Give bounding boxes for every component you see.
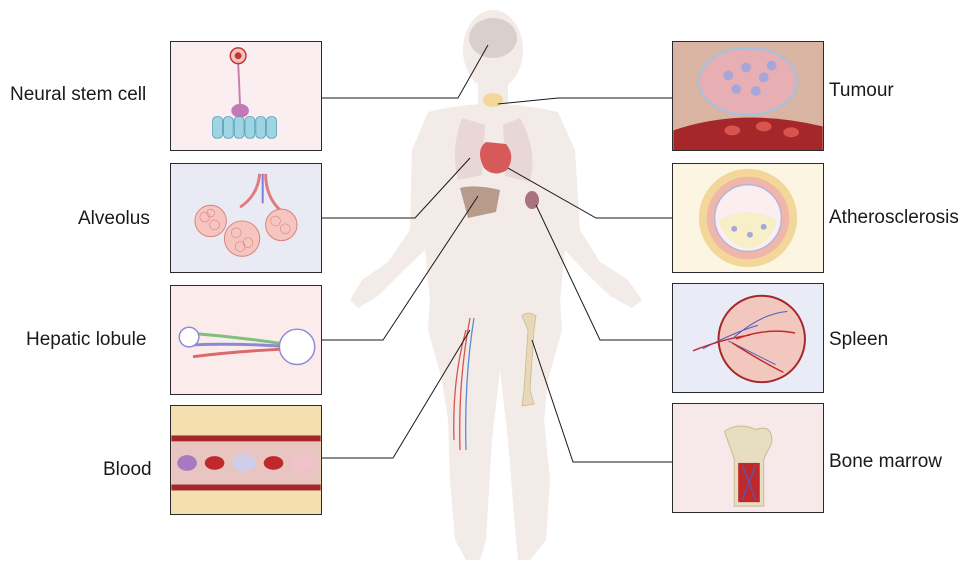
- label-alveolus: Alveolus: [78, 209, 150, 228]
- label-blood: Blood: [103, 460, 152, 479]
- alveolus-illustration: [171, 164, 321, 272]
- connector-tumour: [498, 98, 672, 104]
- panel-neural-stem-cell: [170, 41, 322, 151]
- panel-bone-marrow: [672, 403, 824, 513]
- panel-atherosclerosis: [672, 163, 824, 273]
- panel-spleen: [672, 283, 824, 393]
- label-neural-stem-cell: Neural stem cell: [10, 85, 146, 104]
- blood-illustration: [171, 406, 321, 514]
- atherosclerosis-illustration: [673, 164, 823, 272]
- thyroid-organ: [483, 93, 503, 107]
- label-spleen: Spleen: [829, 330, 888, 349]
- brain-organ: [469, 18, 517, 58]
- label-bone-marrow: Bone marrow: [829, 452, 942, 471]
- panel-tumour: [672, 41, 824, 151]
- spleen-illustration: [673, 284, 823, 392]
- bone-marrow-illustration: [673, 404, 823, 512]
- label-atherosclerosis: Atherosclerosis: [829, 208, 959, 227]
- label-tumour: Tumour: [829, 81, 894, 100]
- panel-alveolus: [170, 163, 322, 273]
- body-silhouette: [350, 10, 642, 560]
- panel-blood: [170, 405, 322, 515]
- panel-hepatic-lobule: [170, 285, 322, 395]
- hepatic-lobule-illustration: [171, 286, 321, 394]
- neural-stem-cell-illustration: [171, 42, 321, 150]
- tumour-illustration: [673, 42, 823, 150]
- label-hepatic-lobule: Hepatic lobule: [26, 330, 146, 349]
